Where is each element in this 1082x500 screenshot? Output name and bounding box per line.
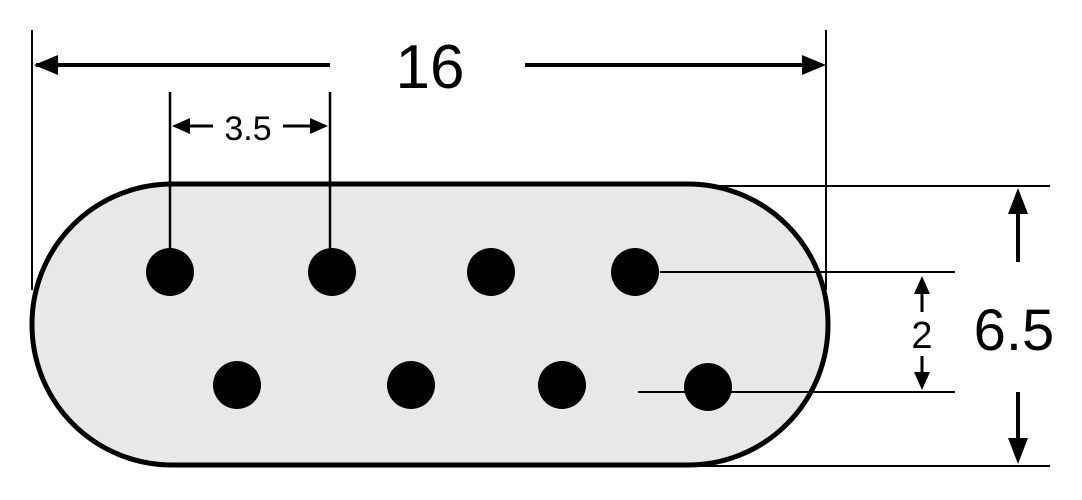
- row-spacing-label: 2: [911, 315, 932, 357]
- pin-bottom-3: [538, 361, 586, 409]
- pin-bottom-2: [387, 361, 435, 409]
- pin-top-2: [308, 248, 356, 296]
- overall-height-label: 6.5: [974, 298, 1055, 363]
- length-arrowhead-right: [802, 55, 826, 75]
- pin-top-4: [611, 248, 659, 296]
- pin-top-3: [467, 248, 515, 296]
- pin-bottom-1: [213, 361, 261, 409]
- pin-pitch-label: 3.5: [224, 110, 271, 148]
- height-arrowhead-bottom: [1008, 438, 1028, 464]
- pitch-arrowhead-left: [172, 118, 190, 134]
- row-arrowhead-top: [914, 276, 930, 294]
- pin-bottom-4: [684, 363, 732, 411]
- pin-top-1: [146, 248, 194, 296]
- overall-length-label: 16: [396, 33, 465, 102]
- height-arrowhead-top: [1008, 188, 1028, 214]
- length-arrowhead-left: [34, 55, 58, 75]
- pitch-arrowhead-right: [310, 118, 328, 134]
- connector-body: [29, 181, 831, 468]
- row-arrowhead-bottom: [914, 372, 930, 390]
